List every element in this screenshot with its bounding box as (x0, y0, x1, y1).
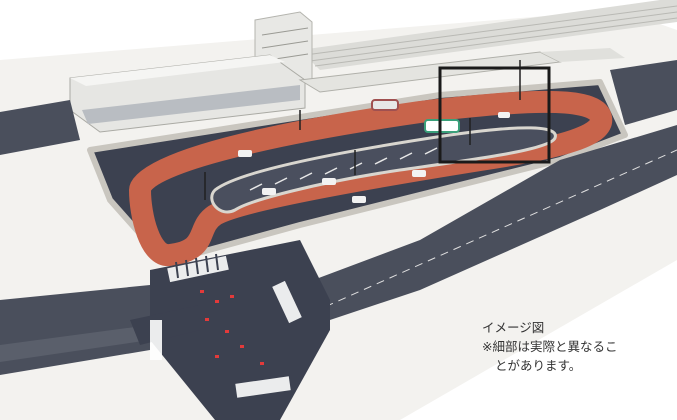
left-roads (0, 100, 150, 375)
platform-canopy (298, 48, 625, 93)
inner-island (210, 126, 557, 214)
station-building (69, 54, 306, 133)
bus-terminal-plaza (87, 60, 628, 266)
caption-note-line2: とがあります。 (495, 358, 582, 373)
illustration-caption: イメージ図 ※細部は実際と異なるこ とがあります。 (482, 318, 674, 375)
highlight-box (438, 66, 551, 164)
caption-title: イメージ図 (482, 320, 545, 335)
bus-lane (129, 90, 613, 266)
caption-note-line1: ※細部は実際と異なるこ (482, 339, 618, 354)
right-roads (260, 60, 677, 330)
railway-tracks (300, 0, 677, 70)
intersection (130, 240, 330, 420)
